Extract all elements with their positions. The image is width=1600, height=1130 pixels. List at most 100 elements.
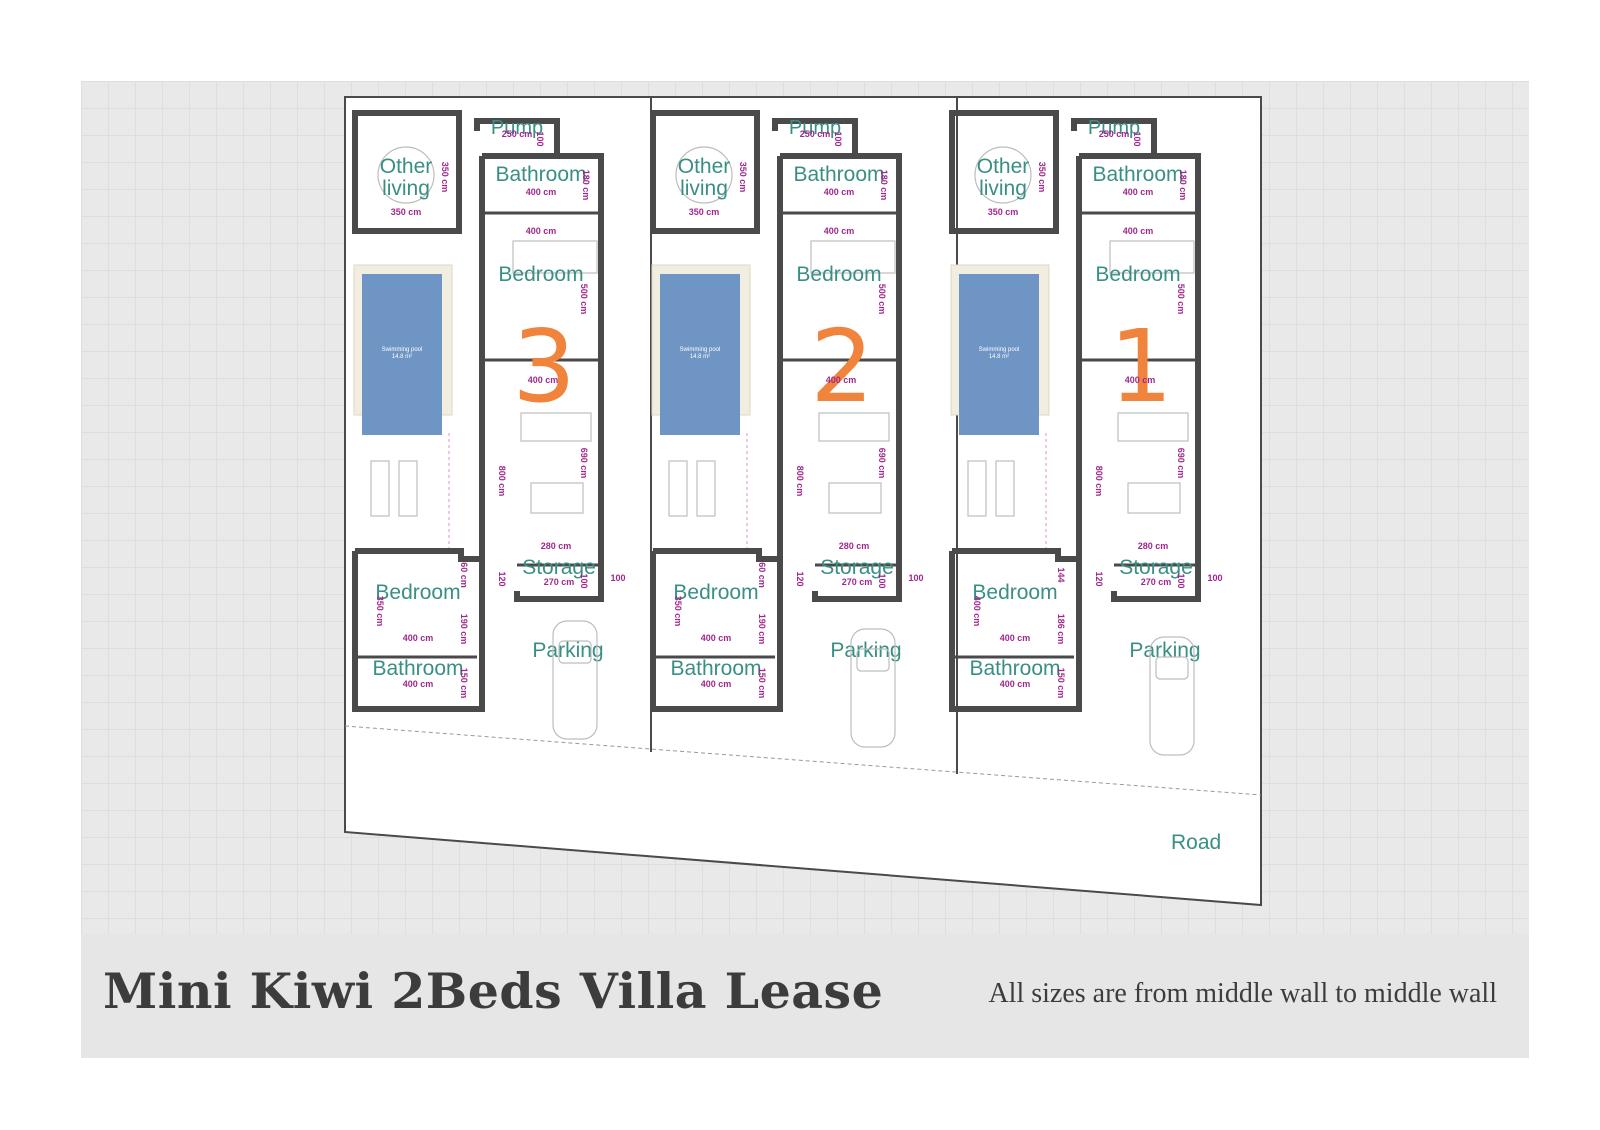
dimension-label: 180 cm	[879, 170, 889, 201]
dimension-label: 500 cm	[877, 284, 887, 315]
sun-lounger	[696, 460, 716, 517]
dimension-label: 400 cm	[403, 633, 434, 643]
dimension-label: 350 cm	[673, 596, 683, 627]
dimension-label: 250 cm	[502, 129, 533, 139]
main-house-wall	[1079, 153, 1201, 602]
road-label: Road	[1171, 831, 1221, 854]
dimension-label: 186 cm	[1056, 614, 1066, 645]
bathroom-label: Bathroom	[670, 657, 761, 680]
swimming-pool	[660, 274, 740, 435]
dimension-label: 800 cm	[1094, 466, 1104, 497]
parking-label: Parking	[1129, 639, 1200, 662]
dimension-label: 60 cm	[459, 562, 469, 588]
bathroom-label: Bathroom	[1092, 163, 1183, 186]
bed-furniture	[512, 240, 598, 274]
dimension-label: 100	[833, 131, 843, 146]
table-furniture	[377, 146, 435, 204]
pump-room	[1071, 118, 1157, 156]
sofa-furniture	[520, 412, 592, 442]
dimension-label: 400 cm	[1123, 226, 1154, 236]
unit-number: 1	[1109, 308, 1173, 425]
dimension-label: 100	[1176, 573, 1186, 588]
dimension-label: 400 cm	[701, 633, 732, 643]
dimension-label: 800 cm	[795, 466, 805, 497]
dining-table-furniture	[530, 482, 584, 514]
page-title: Mini Kiwi 2Beds Villa Lease	[103, 962, 884, 1020]
bed-furniture	[1109, 240, 1195, 274]
parking-label: Parking	[532, 639, 603, 662]
pool-name-label: Swimming pool	[382, 347, 423, 353]
main-house-wall	[780, 153, 902, 602]
dimension-label: 400 cm	[528, 375, 559, 385]
pool-area-label: 14.8 m²	[989, 354, 1009, 360]
pump-room	[474, 118, 560, 156]
unit-number: 3	[512, 308, 576, 425]
dimension-label: 400 cm	[826, 375, 857, 385]
dimension-label: 500 cm	[1176, 284, 1186, 315]
other-living-label: living	[382, 177, 430, 200]
dimension-label: 120	[1094, 571, 1104, 586]
pump-label: Pump	[1088, 117, 1140, 139]
page-subtitle: All sizes are from middle wall to middle…	[988, 978, 1497, 1009]
dimension-label: 100	[1132, 131, 1142, 146]
storage-label: Storage	[522, 556, 596, 579]
dimension-label: 250 cm	[1099, 129, 1130, 139]
dimension-label: 180 cm	[581, 170, 591, 201]
dimension-label: 180 cm	[1178, 170, 1188, 201]
bedroom-label: Bedroom	[796, 263, 881, 286]
dimension-label: 350 cm	[391, 207, 422, 217]
other-living-label: Other	[678, 155, 731, 178]
table-furniture	[675, 146, 733, 204]
dimension-label: 350 cm	[1037, 162, 1047, 193]
dimension-label: 400 cm	[701, 679, 732, 689]
dimension-label: 190 cm	[757, 614, 767, 645]
bathroom-label: Bathroom	[969, 657, 1060, 680]
dimension-label: 270 cm	[544, 577, 575, 587]
dimension-label: 190 cm	[459, 614, 469, 645]
car-windshield	[856, 648, 890, 672]
car-outline	[552, 620, 598, 740]
swimming-pool	[959, 274, 1039, 435]
bathroom-label: Bathroom	[495, 163, 586, 186]
pool-area-label: 14.8 m²	[392, 354, 412, 360]
dimension-label: 400 cm	[1123, 187, 1154, 197]
dimension-label: 400 cm	[1000, 679, 1031, 689]
dimension-label: 150 cm	[757, 668, 767, 699]
dimension-label: 100	[1207, 573, 1222, 583]
sun-lounger	[668, 460, 688, 517]
dimension-label: 270 cm	[1141, 577, 1172, 587]
dimension-label: 350 cm	[988, 207, 1019, 217]
other-living-room	[650, 110, 760, 234]
bedroom-label: Bedroom	[375, 581, 460, 604]
dimension-label: 60 cm	[757, 562, 767, 588]
road-edge	[344, 725, 1262, 796]
dimension-label: 270 cm	[842, 577, 873, 587]
dimension-label: 690 cm	[579, 448, 589, 479]
other-living-label: Other	[977, 155, 1030, 178]
dimension-label: 400 cm	[824, 226, 855, 236]
storage-label: Storage	[820, 556, 894, 579]
dimension-label: 350 cm	[440, 162, 450, 193]
main-house-wall	[482, 153, 604, 602]
guest-wing-wall	[949, 548, 1082, 712]
bedroom-label: Bedroom	[498, 263, 583, 286]
dimension-label: 100	[610, 573, 625, 583]
dimension-label: 100	[579, 573, 589, 588]
bedroom-label: Bedroom	[673, 581, 758, 604]
dimension-label: 250 cm	[800, 129, 831, 139]
parking-label: Parking	[830, 639, 901, 662]
caption-bar: Mini Kiwi 2Beds Villa Lease All sizes ar…	[81, 934, 1529, 1058]
dimension-label: 400 cm	[526, 187, 557, 197]
swimming-pool	[362, 274, 442, 435]
other-living-room	[352, 110, 462, 234]
dimension-label: 120	[497, 571, 507, 586]
dimension-label: 400 cm	[1000, 633, 1031, 643]
dimension-label: 120	[795, 571, 805, 586]
dimension-label: 500 cm	[579, 284, 589, 315]
dimension-label: 144	[1056, 567, 1066, 582]
dimension-label: 800 cm	[497, 466, 507, 497]
